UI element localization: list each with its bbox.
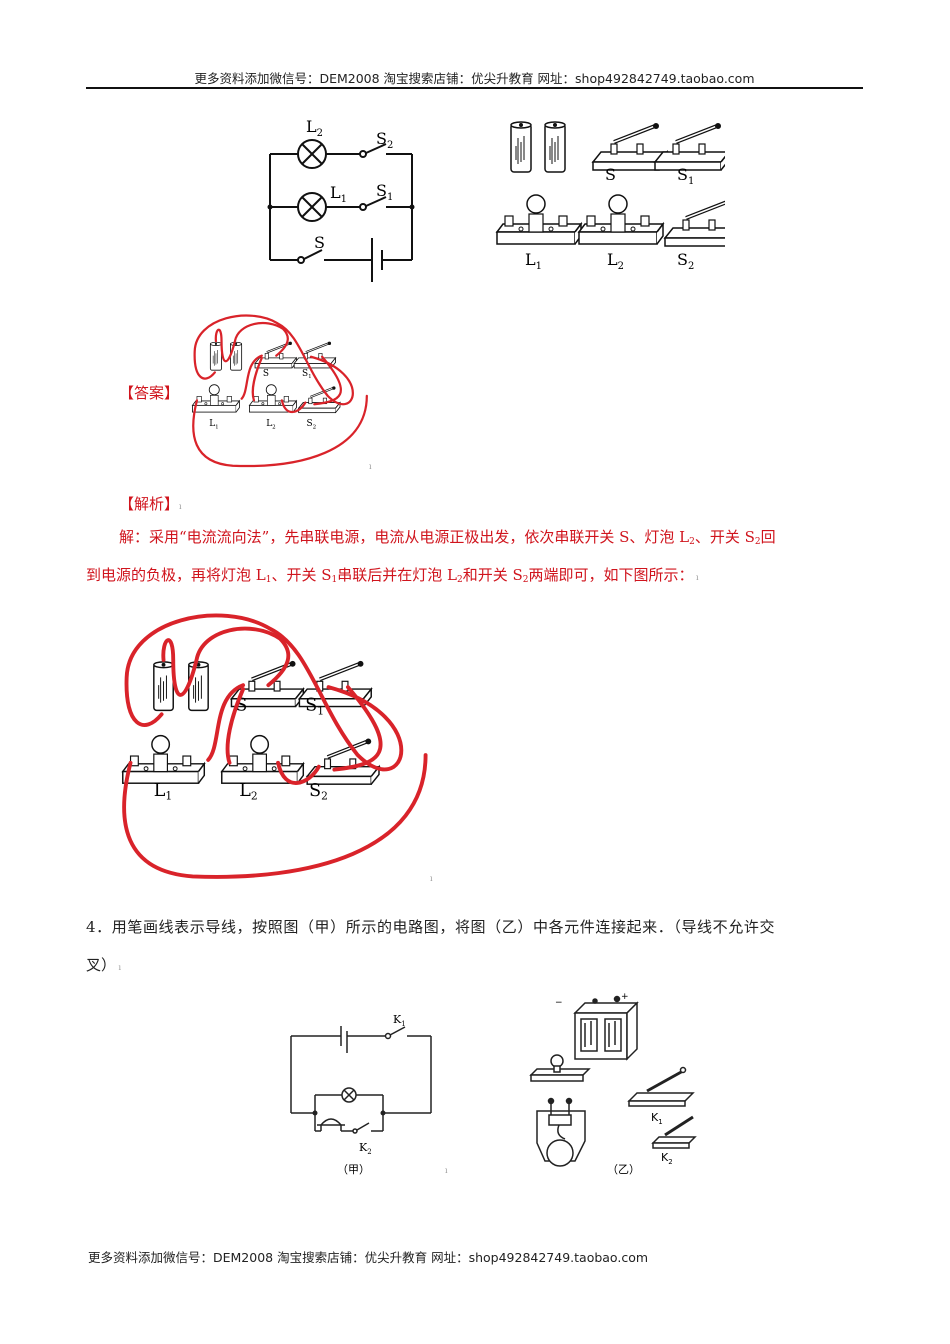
answer-wiring-diagram-small: S S1 L1 L2 S2 <box>192 314 368 468</box>
analysis-text: 、开关 S <box>271 566 332 584</box>
circuit-schematic-jia: K1 K2 （甲） <box>290 1013 432 1176</box>
subscript: 2 <box>456 575 463 585</box>
components-diagram-yi: − + K1 K2 （乙） <box>529 993 697 1176</box>
svg-text:L1: L1 <box>154 781 172 803</box>
analysis-line-2: 到电源的负极，再将灯泡 L1、开关 S1串联后并在灯泡 L2和开关 S2两端即可… <box>86 566 699 585</box>
paragraph-mark: ı <box>369 462 372 471</box>
label-S1: S1 <box>376 181 393 203</box>
analysis-text: 和开关 S <box>462 566 523 584</box>
svg-text:S: S <box>263 369 269 379</box>
subscript: 2 <box>522 575 529 585</box>
analysis-label-text: 【解析】 <box>119 495 180 513</box>
svg-text:L1: L1 <box>525 250 542 272</box>
subscript: 1 <box>331 575 338 585</box>
page-footer: 更多资料添加微信号：DEM2008 淘宝搜索店铺：优尖升教育 网址：shop49… <box>88 1250 649 1265</box>
paragraph-mark: ı <box>445 1166 448 1175</box>
subscript: 2 <box>689 537 695 547</box>
analysis-text: 两端即可，如下图所示： <box>528 566 694 584</box>
circuit-schematic-1: L2 S2 L1 S1 S <box>267 117 415 282</box>
analysis-text: 回 <box>760 528 776 546</box>
header-divider <box>86 87 863 89</box>
question-4-line-1: 4．用笔画线表示导线，按照图（甲）所示的电路图，将图（乙）中各元件连接起来．（导… <box>86 918 776 936</box>
subscript: 2 <box>754 537 761 547</box>
label-L2: L2 <box>306 117 323 139</box>
caption-jia: （甲） <box>337 1163 370 1176</box>
svg-text:S: S <box>605 165 616 184</box>
label-L1: L1 <box>330 183 347 205</box>
analysis-text: 、开关 S <box>694 528 755 546</box>
analysis-text: 串联后并在灯泡 L <box>337 566 457 584</box>
answer-label: 【答案】 <box>119 384 180 402</box>
svg-text:S2: S2 <box>677 250 694 272</box>
svg-text:S2: S2 <box>306 419 316 430</box>
page-header: 更多资料添加微信号：DEM2008 淘宝搜索店铺：优尖升教育 网址：shop49… <box>194 71 755 86</box>
svg-text:L1: L1 <box>209 419 219 430</box>
analysis-text: 到电源的负极，再将灯泡 L <box>86 566 266 584</box>
label-S: S <box>314 233 325 252</box>
analysis-label: 【解析】ı <box>119 495 182 513</box>
analysis-line-1: 解：采用“电流流向法”，先串联电源，电流从电源正极出发，依次串联开关 S、灯泡 … <box>119 520 879 559</box>
label-K1: K1 <box>393 1013 406 1028</box>
svg-text:−: − <box>555 998 563 1008</box>
svg-text:L2: L2 <box>607 250 624 272</box>
analysis-text: 解：采用“电流流向法”，先串联电源，电流从电源正极出发，依次串联开关 S、灯泡 … <box>119 528 690 546</box>
svg-text:S1: S1 <box>302 369 312 380</box>
question-text: 叉） <box>86 956 117 974</box>
svg-text:L2: L2 <box>239 781 257 803</box>
svg-text:L2: L2 <box>266 419 276 430</box>
question-4-line-2: 叉） ı <box>86 956 122 974</box>
components-diagram-1: S S1 L1 L2 S2 <box>496 121 725 272</box>
label-S2: S2 <box>376 129 393 151</box>
answer-wiring-diagram-large: S S1 L1 L2 S2 <box>122 613 428 879</box>
caption-yi: （乙） <box>607 1163 640 1176</box>
label-K2: K2 <box>359 1141 372 1156</box>
paragraph-mark: ı <box>430 874 433 883</box>
label-K2: K2 <box>661 1151 673 1166</box>
svg-text:S: S <box>235 695 247 715</box>
subscript: 1 <box>265 575 272 585</box>
label-K1: K1 <box>651 1111 663 1126</box>
svg-text:+: + <box>621 993 629 1002</box>
